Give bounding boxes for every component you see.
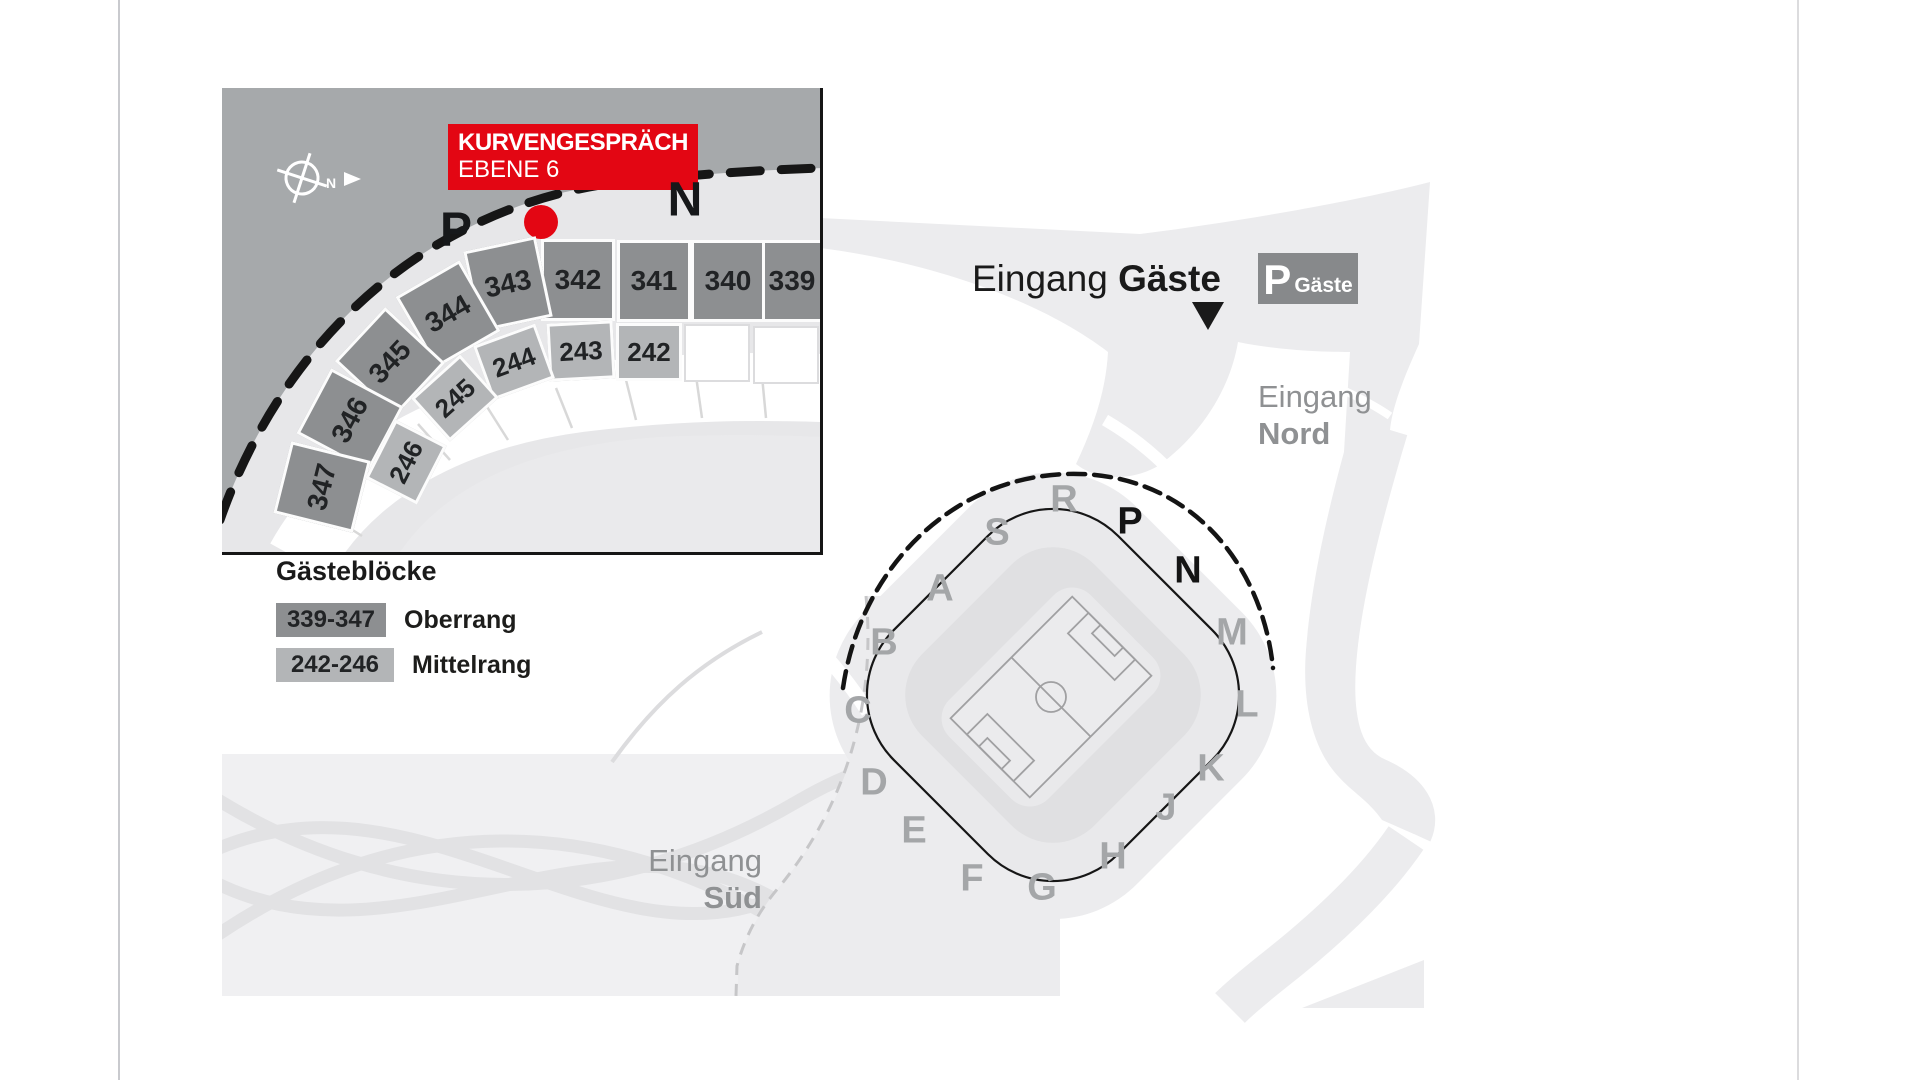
football-pitch	[949, 595, 1153, 799]
section-D: D	[860, 761, 888, 804]
section-A: A	[926, 567, 954, 610]
entrance-guests-name: Gäste	[1118, 258, 1221, 299]
entrance-south-prefix: Eingang	[648, 843, 762, 878]
block-339: 339	[755, 240, 820, 322]
section-H: H	[1099, 835, 1127, 878]
entrance-guests-label: Eingang Gäste	[972, 258, 1221, 300]
section-C: C	[844, 689, 872, 732]
legend-label-mittelrang: Mittelrang	[412, 650, 532, 679]
block-340: 340	[691, 240, 765, 322]
block-unassigned	[684, 324, 750, 382]
legend-row-mittelrang: 242-246 Mittelrang	[276, 648, 616, 682]
section-R: R	[1050, 478, 1078, 521]
east-road	[1319, 424, 1436, 842]
block-243: 243	[546, 320, 616, 382]
parking-symbol: P	[1263, 256, 1292, 303]
inset-stand-p: P	[439, 203, 473, 257]
block-342: 342	[541, 239, 615, 321]
kurvengespraech-dot	[524, 205, 558, 239]
section-N: N	[1174, 549, 1202, 592]
section-B: B	[870, 621, 898, 664]
north-dashed-arc	[840, 471, 1276, 691]
entrance-south-name: Süd	[703, 880, 762, 915]
page-left-border	[118, 0, 120, 1080]
legend-label-oberrang: Oberrang	[404, 605, 517, 634]
block-unassigned	[753, 326, 819, 384]
section-P: P	[1117, 500, 1143, 543]
block-341: 341	[617, 240, 691, 322]
section-J: J	[1155, 786, 1177, 829]
legend: Gästeblöcke 339-347 Oberrang 242-246 Mit…	[276, 556, 616, 693]
kurvengespraech-badge: KURVENGESPRÄCH EBENE 6	[448, 124, 698, 190]
entrance-north-prefix: Eingang	[1258, 379, 1372, 414]
legend-swatch-oberrang: 339-347	[276, 603, 386, 637]
badge-title: KURVENGESPRÄCH	[458, 129, 688, 156]
entrance-north-label: Eingang Nord	[1258, 378, 1372, 452]
section-E: E	[901, 809, 927, 852]
section-K: K	[1197, 747, 1225, 790]
parking-label: Gäste	[1294, 274, 1353, 297]
section-S: S	[984, 511, 1010, 554]
compass-arrow-icon	[344, 172, 361, 186]
inset-dashed-arc	[222, 163, 820, 525]
section-M: M	[1216, 611, 1248, 654]
compass-icon	[276, 152, 328, 204]
entrance-guests-prefix: Eingang	[972, 258, 1108, 299]
north-corridor	[820, 182, 1430, 834]
section-F: F	[960, 857, 984, 900]
entrance-guests-arrow-icon	[1192, 302, 1224, 330]
section-G: G	[1027, 866, 1057, 909]
entrance-south-label: Eingang Süd	[640, 842, 762, 916]
block-242: 242	[616, 323, 682, 381]
east-road-south	[1215, 825, 1424, 1024]
compass-north-label: N	[326, 175, 336, 191]
road-wedge	[1302, 960, 1424, 1008]
section-L: L	[1235, 683, 1259, 726]
legend-swatch-mittelrang: 242-246	[276, 648, 394, 682]
badge-level: EBENE 6	[458, 156, 560, 183]
guest-parking-badge: P Gäste	[1258, 253, 1358, 304]
inset-detail-map: N KURVENGESPRÄCH EBENE 6 P N 339 340 341…	[222, 88, 823, 555]
legend-row-oberrang: 339-347 Oberrang	[276, 603, 616, 637]
inset-stand-n: N	[667, 173, 703, 227]
entrance-north-name: Nord	[1258, 416, 1331, 451]
legend-title: Gästeblöcke	[276, 556, 437, 586]
page-right-border	[1797, 0, 1799, 1080]
